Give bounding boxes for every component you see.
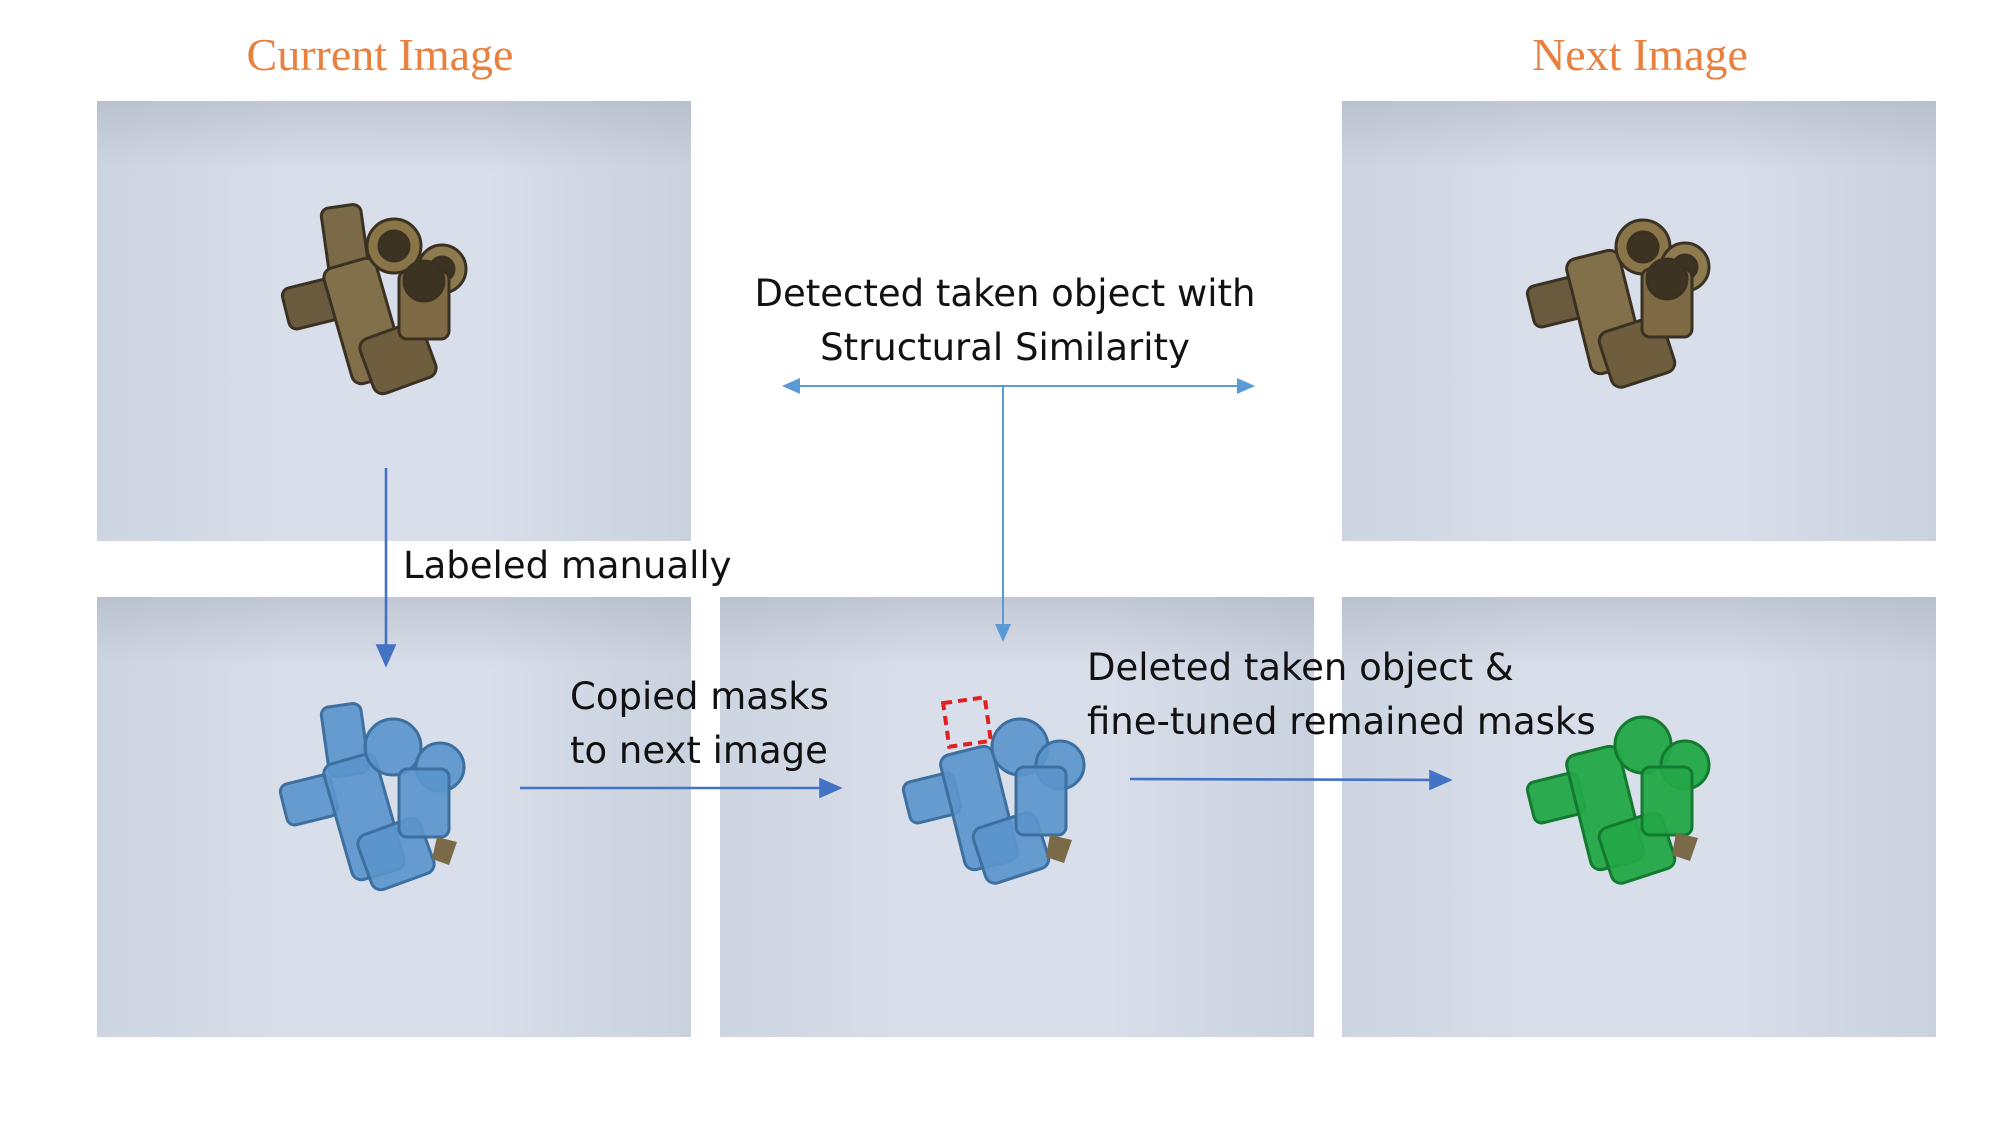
next-image-panel [1342,101,1936,541]
detected-label-line2: Structural Similarity [820,325,1190,369]
green-masks-photo [1525,715,1711,885]
detected-label-line1: Detected taken object with [754,272,1256,315]
blue-masks-photo [278,702,466,892]
deleted-label-line2: fine-tuned remained masks [1087,699,1596,743]
copied-masks-label: Copied masks to next image [570,670,829,777]
next-image-title: Next Image [1532,29,1748,80]
deleted-label-line1: Deleted taken object & [1087,646,1514,689]
copied-masks-photo [901,695,1086,885]
copied-label-line1: Copied masks [570,675,829,718]
current-image-title: Current Image [246,29,514,80]
brass-fittings-photo [280,203,468,396]
deleted-label: Deleted taken object & fine-tuned remain… [1087,641,1596,748]
current-labeled-panel [97,597,691,1037]
brass-fittings-next-photo [1525,218,1711,389]
copied-label-line2: to next image [570,728,828,772]
current-image-panel [97,101,691,541]
copied-masks-panel [720,597,1314,1037]
next-labeled-panel [1342,597,1936,1037]
detected-label: Detected taken object with Structural Si… [740,267,1270,374]
taken-object-box [940,695,994,749]
labeled-manually-label: Labeled manually [403,544,732,587]
